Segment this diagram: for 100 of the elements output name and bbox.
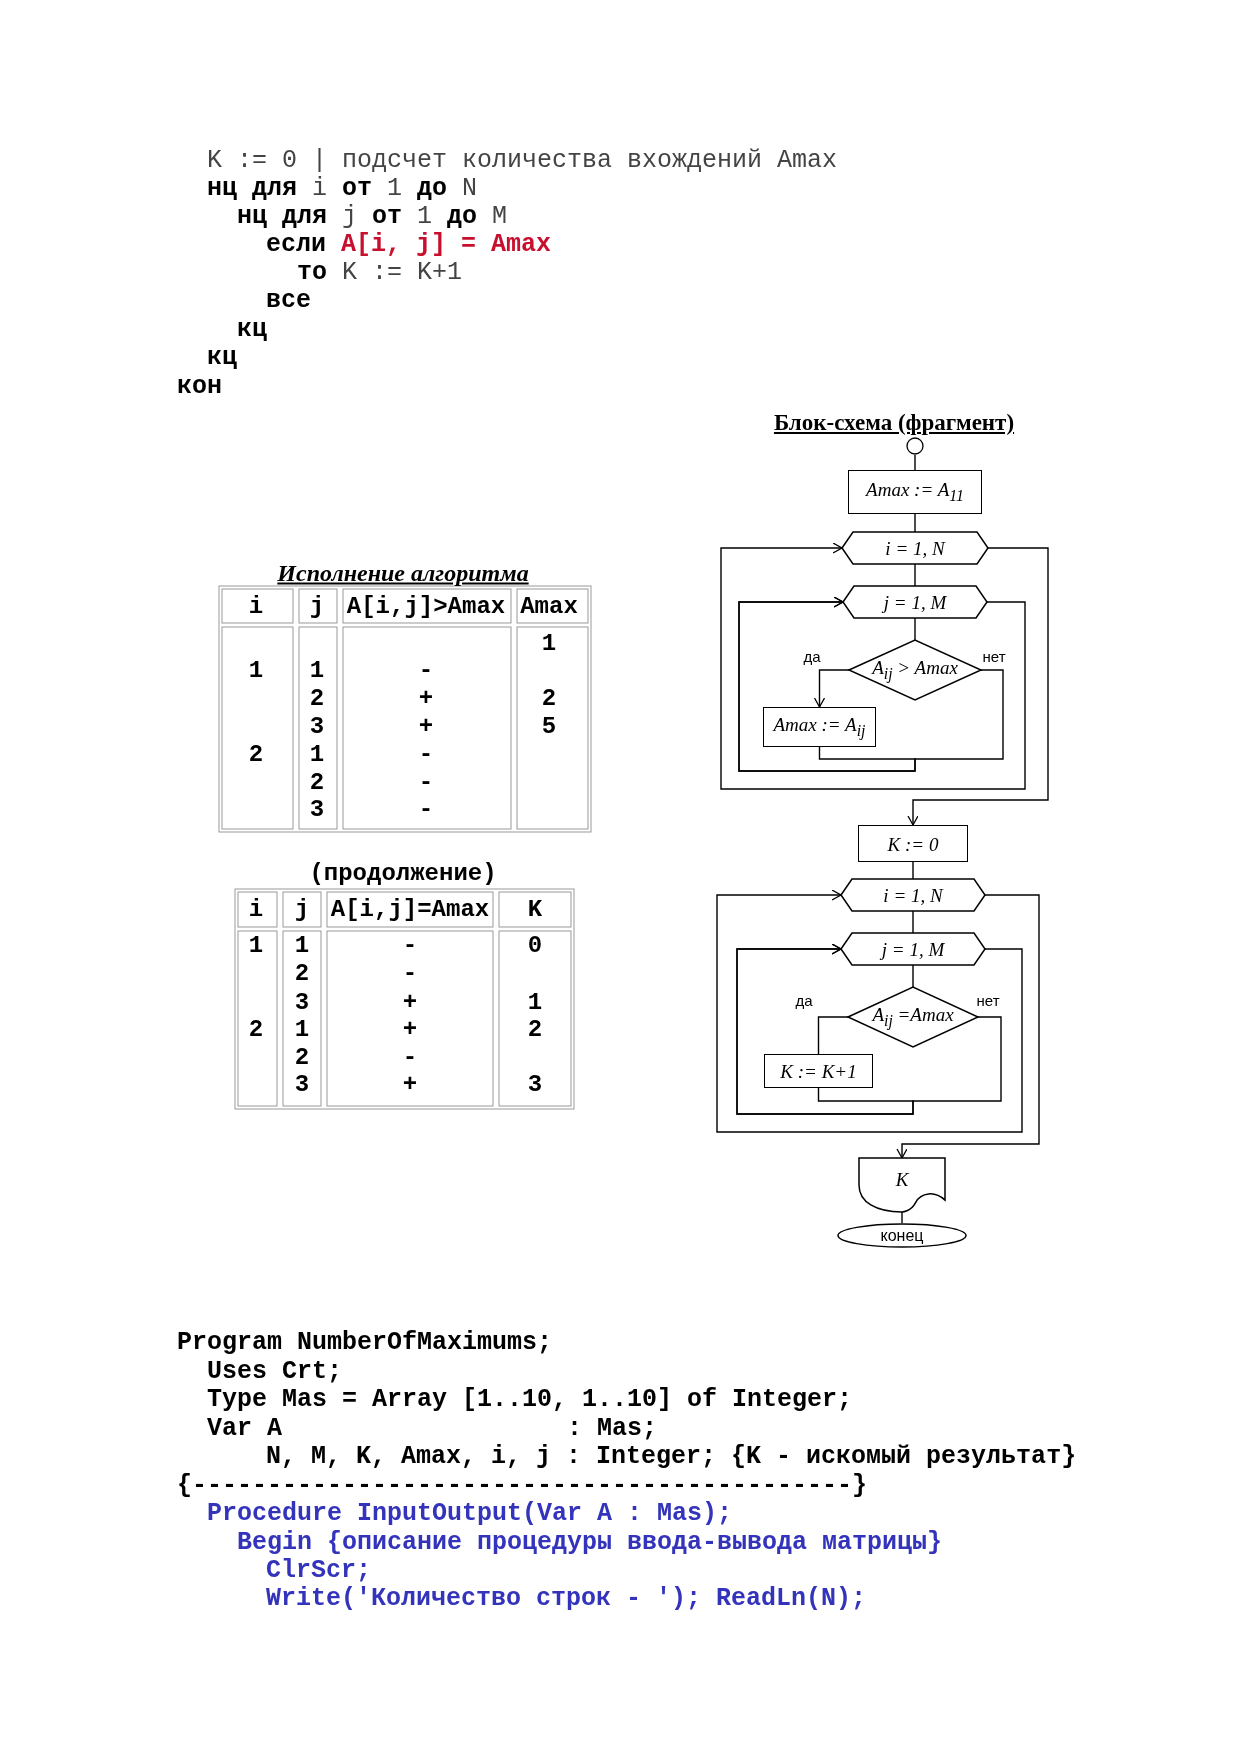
- table-value: 2: [527, 1015, 543, 1043]
- table-value: -: [418, 795, 434, 823]
- terminal-ellipse: [837, 1223, 967, 1248]
- formula-text: K := 0: [887, 834, 939, 853]
- table-value: 2: [309, 684, 325, 712]
- table-value: 3: [309, 712, 325, 740]
- formula-text: j = 1, M: [883, 592, 947, 612]
- loop-hexagon: [841, 879, 985, 911]
- table-value: -: [418, 656, 434, 684]
- table-value: -: [418, 740, 434, 768]
- table-value: -: [402, 959, 418, 987]
- code-keyword: кц: [207, 342, 237, 372]
- connector-line: [817, 1016, 849, 1055]
- arrow: [896, 894, 1040, 1159]
- table-value: 1: [541, 629, 557, 657]
- formula-text: i = 1, N: [883, 885, 943, 905]
- table-value: +: [402, 988, 418, 1016]
- formula-text: i = 1, N: [885, 538, 945, 558]
- table-value: 0: [527, 931, 543, 959]
- table-value: 2: [309, 768, 325, 796]
- table-value: 1: [294, 1015, 310, 1043]
- end-label: конец: [880, 1226, 924, 1245]
- column-header: j: [294, 895, 310, 923]
- output-document: [859, 1158, 945, 1212]
- process-box: [764, 1054, 873, 1088]
- table-caption: (продолжение): [309, 859, 497, 887]
- code-line: Uses Crt;: [207, 1356, 343, 1386]
- code-line: Var A : Mas;: [207, 1413, 658, 1443]
- code-line: то K := K+1: [297, 257, 463, 287]
- code-line: Write('Количество строк - '); ReadLn(N);: [266, 1583, 867, 1613]
- table-value: 5: [541, 712, 557, 740]
- code-line: Type Mas = Array [1..10, 1..10] of Integer;: [207, 1384, 853, 1414]
- table-value: 1: [248, 931, 264, 959]
- code-keyword: если: [266, 229, 326, 259]
- table-value: +: [402, 1070, 418, 1098]
- table-value: 1: [309, 740, 325, 768]
- formula-text: K: [895, 1169, 909, 1188]
- table-value: 2: [248, 740, 264, 768]
- formula-text: j = 1, M: [881, 939, 945, 959]
- code-line: Begin {описание процедуры ввода-вывода матрицы}: [237, 1527, 943, 1557]
- table-value: 2: [248, 1015, 264, 1043]
- process-box: [763, 707, 876, 747]
- code-line: ClrScr;: [266, 1555, 372, 1585]
- table-value: 3: [294, 988, 310, 1016]
- table-value: 2: [294, 1043, 310, 1071]
- loop-hexagon: [843, 586, 987, 618]
- connector-line: [912, 964, 914, 988]
- process-box: [858, 825, 968, 862]
- table-value: -: [402, 1043, 418, 1071]
- column-header: K: [527, 895, 543, 923]
- table-value: 1: [309, 656, 325, 684]
- code-line: Procedure InputOutput(Var A : Mas);: [207, 1498, 733, 1528]
- formula-text: A$_{ij}$ > Amax: [872, 658, 958, 682]
- table-value: 2: [294, 959, 310, 987]
- column-header: j: [309, 592, 325, 620]
- connector-line: [901, 1211, 903, 1224]
- code-keyword: кц: [237, 314, 267, 344]
- process-box: [848, 470, 982, 514]
- arrow: [907, 547, 1049, 826]
- decision-diamond: [848, 987, 978, 1047]
- code-line: нц для i от 1 до N: [207, 173, 478, 203]
- column-header: A[i,j]=Amax: [330, 895, 490, 923]
- code-keyword: все: [266, 285, 311, 315]
- table-value: 1: [527, 988, 543, 1016]
- table-caption: Исполнение алгоритма: [277, 559, 529, 587]
- table-value: +: [402, 1015, 418, 1043]
- table-value: +: [418, 712, 434, 740]
- arrow: [716, 889, 1023, 1133]
- loop-hexagon: [842, 532, 988, 564]
- arrow: [720, 542, 1026, 790]
- table-value: 3: [309, 795, 325, 823]
- connector-line: [914, 617, 916, 641]
- table-value: -: [402, 931, 418, 959]
- table-value: 2: [541, 684, 557, 712]
- arrow: [736, 943, 914, 1115]
- formula-text: K := K+1: [780, 1061, 857, 1081]
- arrow: [738, 596, 916, 772]
- connector-line: [912, 910, 914, 934]
- column-header: Amax: [520, 592, 578, 620]
- arrow: [813, 669, 850, 708]
- table-value: 1: [294, 931, 310, 959]
- table-value: -: [418, 768, 434, 796]
- table-value: +: [418, 684, 434, 712]
- start-circle: [906, 437, 924, 455]
- connector-line: [914, 563, 916, 587]
- formula-text: Amax := A$_{ij}$: [773, 715, 866, 739]
- column-header: i: [248, 895, 264, 923]
- flowchart-title: Блок-схема (фрагмент): [773, 410, 1015, 436]
- code-keyword: кон: [177, 371, 222, 401]
- connector-line: [912, 861, 914, 880]
- code-line: Program NumberOfMaximums;: [177, 1327, 553, 1357]
- table-value: 3: [527, 1070, 543, 1098]
- code-line: {--------------------------------------------}: [177, 1470, 868, 1500]
- connector-line: [914, 513, 916, 533]
- column-header: A[i,j]>Amax: [346, 592, 506, 620]
- connector-line: [914, 454, 916, 471]
- code-line: K := 0 | подсчет количества вхождений Amax: [207, 145, 838, 175]
- table-value: 1: [248, 656, 264, 684]
- formula-text: A$_{ij}$ =Amax: [872, 1005, 954, 1029]
- formula-text: Amax := A$_{11}$: [866, 480, 964, 504]
